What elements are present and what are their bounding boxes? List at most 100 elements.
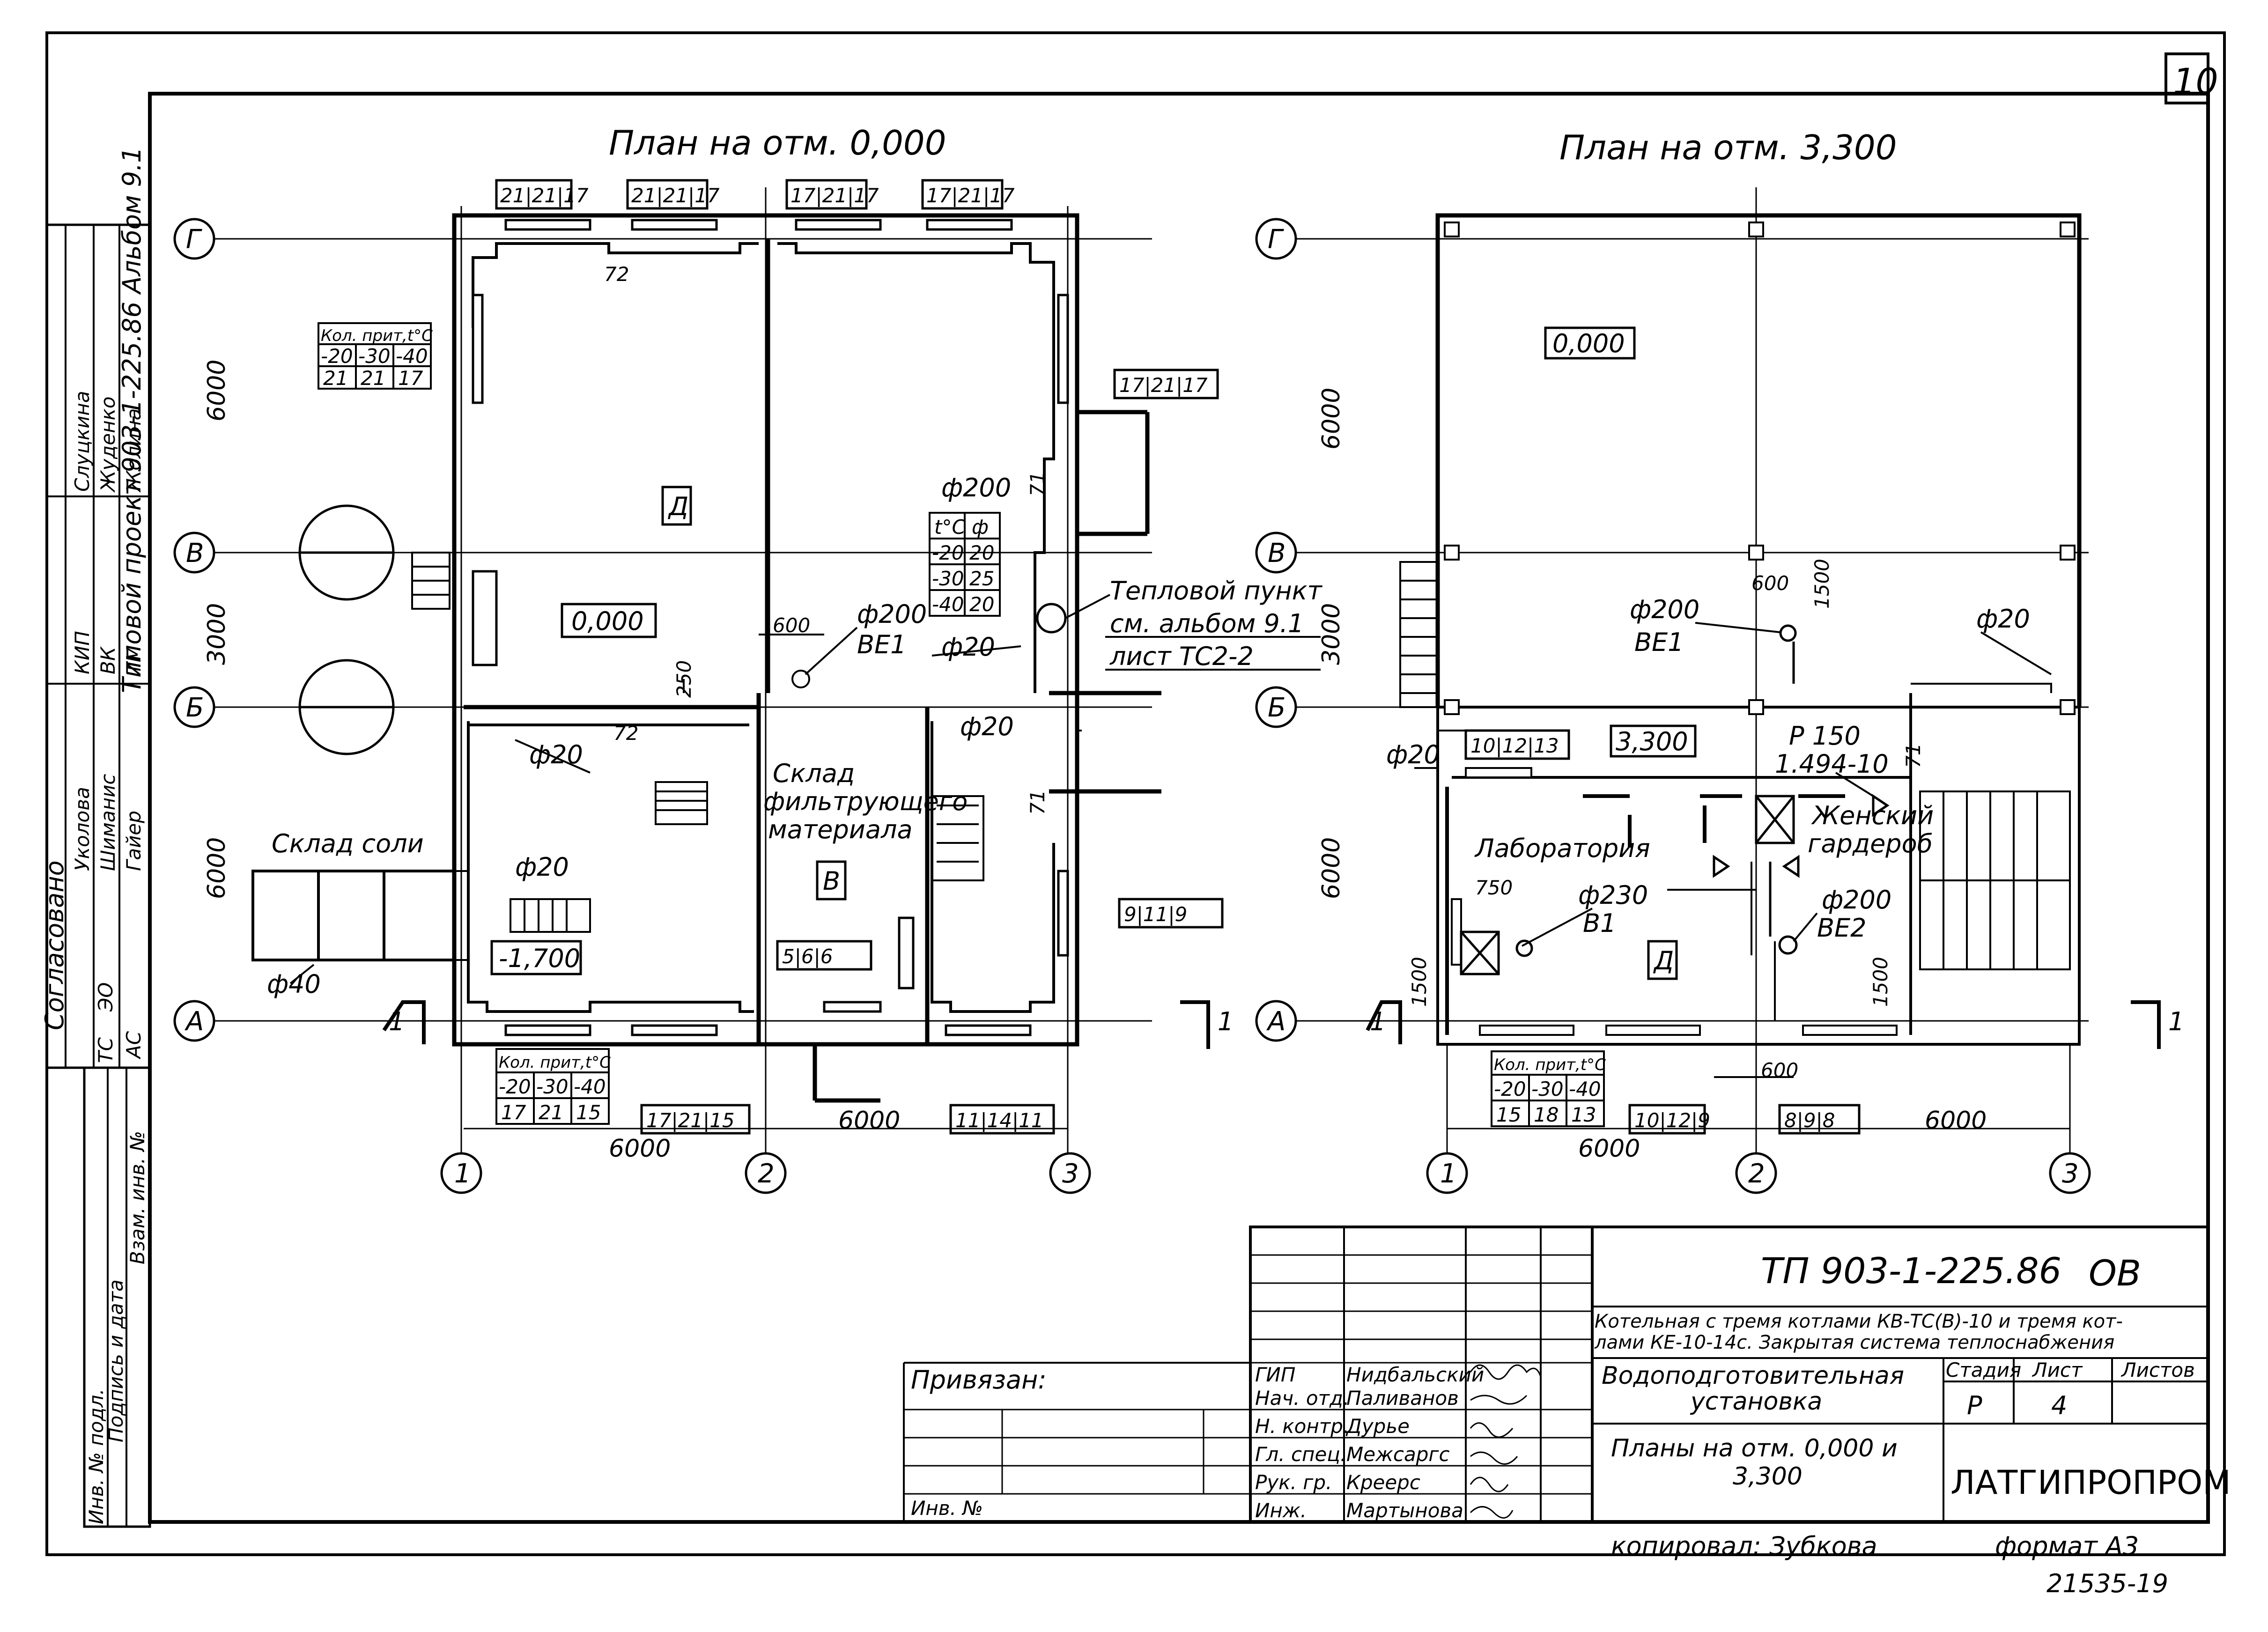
plan1-rt-bot-header: Кол. прит,t°C — [499, 1053, 611, 1072]
plan2-rt-v3: 13 — [1571, 1103, 1596, 1126]
approval-dept-4: КИП — [71, 631, 94, 674]
plan2-level-upper-box — [1544, 326, 1636, 360]
plan1-tt-r2a: -30 — [932, 567, 964, 590]
plan1-pipe-label-10: 72 — [613, 722, 638, 745]
stamp-label-signature: Подпись и дата — [104, 1279, 127, 1442]
plan1-pipe-label-11: 71 — [1026, 472, 1049, 496]
tb-sig-name-5: Креерс — [1346, 1471, 1420, 1494]
plan1-section-mark-right: 1 — [1218, 1007, 1234, 1036]
plan1-room-filter: Склад фильтрующего материала — [763, 759, 975, 844]
inventory-number: 21535-19 — [2046, 1569, 2168, 1598]
plan1-level-pit: -1,700 — [499, 944, 580, 973]
plan1-level-main-box — [561, 603, 657, 638]
plan1-level-main: 0,000 — [571, 606, 644, 636]
plan2-pipe-label-4: ф20 — [1386, 740, 1440, 769]
tb-sig-role-2: Нач. отд. — [1255, 1387, 1349, 1410]
plan1-temp-table — [929, 512, 1001, 617]
plan2-category: Д — [1653, 946, 1674, 975]
plan2-axis-2: 2 — [1748, 1159, 1765, 1189]
plan2-axis-a: А — [1266, 1006, 1285, 1037]
plan2-pipe-label-3: ф20 — [1976, 604, 2030, 634]
plan1-pipe-label-9: 72 — [604, 263, 629, 286]
approval-dept-2: ЭО — [94, 982, 117, 1012]
tb-project-code: ТП 903-1-225.86 — [1761, 1250, 2061, 1292]
plan1-tt-r1b: 20 — [969, 541, 994, 564]
plan2-dim-h1: 6000 — [1578, 1135, 1640, 1163]
plan1-tt-r3b: 20 — [969, 593, 994, 616]
plan1-heat-point-symbol — [1036, 603, 1067, 634]
plan2-category-box — [1647, 940, 1678, 980]
plan1-rt-top-t1: -20 — [321, 345, 353, 368]
agreed-title: Согласовано — [40, 860, 69, 1030]
tb-sig-role-6: Инж. — [1255, 1499, 1307, 1522]
plan1-windows — [472, 219, 1069, 1036]
plan1-tt-r1a: -20 — [932, 541, 964, 564]
plan1-pipe-label-3: ВЕ1 — [857, 630, 907, 659]
plan2-radiator-table — [1491, 1050, 1605, 1127]
plan1-radiator-table-top — [318, 322, 432, 390]
tb-sheet-header: Лист — [2032, 1359, 2083, 1381]
approval-dept-3: АС — [122, 1031, 145, 1060]
approval-name-3: Гайер — [122, 811, 145, 871]
sheet-number-box — [2165, 52, 2209, 104]
plan2-pipe-label-6: В1 — [1583, 908, 1616, 938]
tb-sheets-header: Листов — [2120, 1359, 2195, 1381]
plan2-pipe-label-5: ф230 — [1578, 880, 1648, 910]
plan2-section-marks — [1366, 1000, 2161, 1049]
plan1-title: План на отм. 0,000 — [609, 123, 946, 162]
plan2-axes — [1293, 187, 2089, 1157]
plan1-category-a-box — [661, 486, 692, 526]
plan2-dim-h2: 6000 — [1925, 1107, 1987, 1135]
plan1-dim-v3: 6000 — [203, 837, 231, 899]
plan1-rt-top-t3: -40 — [396, 345, 428, 368]
plan2-radiator-boxes — [1464, 729, 1861, 1135]
copied-by: копировал: Зубкова — [1611, 1531, 1877, 1561]
plan1-rad-mid-2: 9|11|9 — [1124, 903, 1187, 926]
approval-name-2: Шиманис — [96, 774, 119, 871]
plan2-rt-header: Кол. прит,t°C — [1494, 1056, 1606, 1074]
plan1-heat-point-3: лист ТС2-2 — [1109, 642, 1254, 671]
tb-stage: Р — [1967, 1391, 1982, 1420]
tb-sig-role-3: Н. контр. — [1255, 1415, 1349, 1438]
plan1-axis-g: Г — [186, 224, 202, 255]
plan2-stairs — [1399, 561, 2071, 970]
approval-name-4: Слуцкина — [71, 391, 94, 492]
plan1-level-pit-box — [490, 940, 582, 975]
tb-mark: ОВ — [2089, 1252, 2141, 1294]
plan2-section-mark-right: 1 — [2168, 1007, 2184, 1036]
approval-dept-1: ТС — [94, 1037, 117, 1063]
plan1-rad-top-3: 17|21|17 — [790, 184, 879, 207]
plan1-pipe-label-7: ф20 — [515, 852, 569, 882]
plan1-category-b: В — [823, 866, 840, 896]
plan1-tanks — [298, 504, 395, 755]
plan2-pipe-label-13: 1500 — [1408, 957, 1431, 1007]
format-label: формат А3 — [1995, 1531, 2139, 1561]
plan1-rt-bot-t2: -30 — [536, 1075, 569, 1098]
stamp-label-replace: Взам. инв. № — [126, 1131, 149, 1264]
plan1-pipe-label-8: ф40 — [267, 969, 321, 999]
plan2-pipe-label-7: ф200 — [1822, 885, 1891, 915]
sheet-number: 10 — [2173, 60, 2218, 102]
plan2-dim-v2: 3000 — [1317, 603, 1345, 665]
tb-sig-name-4: Межсаргс — [1346, 1443, 1450, 1466]
plan1-axis-v: В — [186, 538, 204, 569]
plan2-axis-bubbles — [1255, 218, 2091, 1194]
plan1-category-a: Д — [668, 492, 688, 521]
plan2-rad-top: 10|12|13 — [1470, 734, 1559, 757]
plan1-pipe-label-2: ф200 — [857, 599, 927, 629]
plan1-heat-point-2: см. альбом 9.1 — [1110, 609, 1304, 638]
plan1-rt-top-t2: -30 — [358, 345, 391, 368]
plan2-rt-v1: 15 — [1496, 1103, 1521, 1126]
plan2-pipe-label-1: ф200 — [1630, 595, 1699, 624]
tb-sheet-name: Планы на отм. 0,000 и 3,300 — [1611, 1434, 1905, 1491]
tb-sig-name-3: Дурье — [1345, 1415, 1410, 1438]
plan1-room-salt: Склад соли — [272, 829, 424, 858]
tb-sheet: 4 — [2051, 1391, 2067, 1420]
plan1-salt-storage — [251, 870, 456, 961]
tb-sig-name-1: Нидбальский — [1346, 1363, 1484, 1386]
plan1-pipe-label-13: 600 — [773, 614, 810, 637]
plan1-pipe-label-1: ф200 — [941, 473, 1011, 502]
plan2-equipment-1: Р 150 — [1789, 721, 1861, 751]
plan2-pipe-label-8: ВЕ2 — [1817, 913, 1867, 943]
